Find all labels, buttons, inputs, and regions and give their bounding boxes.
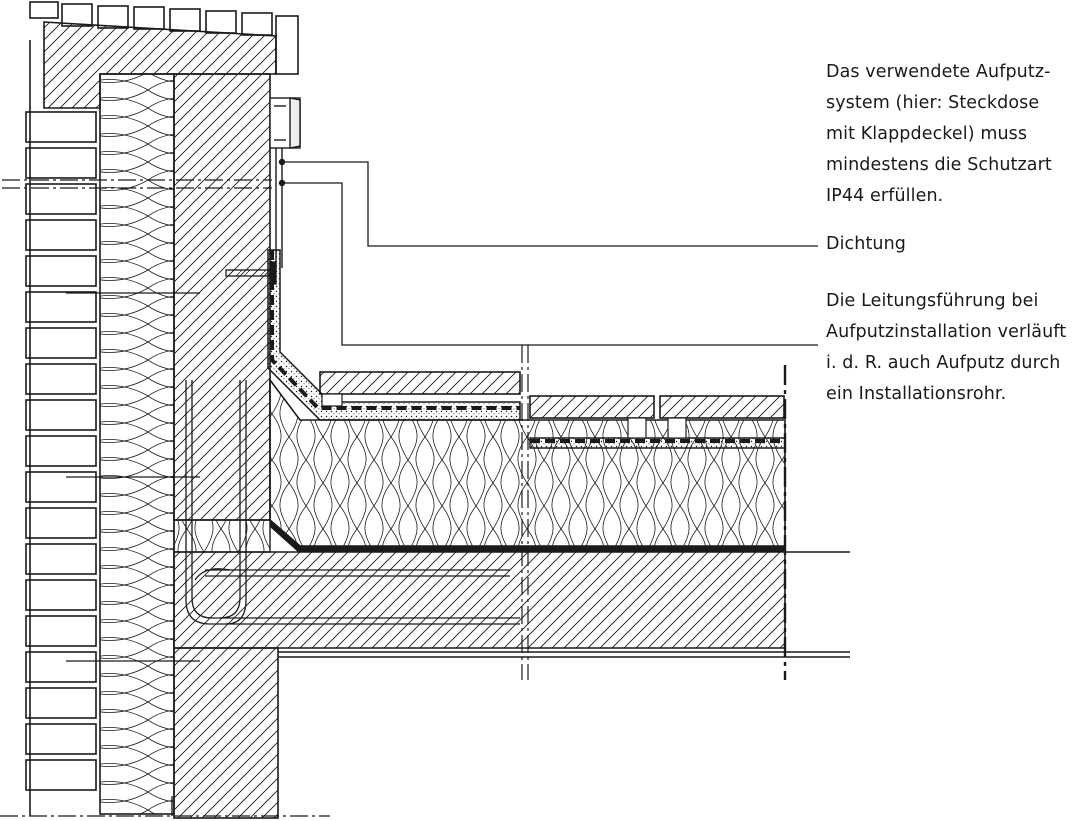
wall-upturn-waterproofing — [267, 249, 521, 421]
brick-course — [25, 471, 97, 503]
surface-mounted-socket — [269, 97, 301, 149]
brick-course — [25, 219, 97, 251]
concrete-roof-slab — [173, 551, 786, 649]
waterproofing-membrane-black — [270, 250, 520, 410]
paving-slabs — [319, 371, 785, 419]
vapour-barrier-dashes — [300, 547, 785, 550]
brick-course — [25, 687, 97, 719]
brick-facing-wall — [25, 111, 97, 791]
reinforcement-bars — [185, 380, 520, 625]
brick-course — [25, 615, 97, 647]
brick-course — [25, 291, 97, 323]
cable-routing-note: Die Leitungsführung bei Aufputzinstallat… — [826, 291, 1067, 404]
brick-course — [25, 363, 97, 395]
leader-lines — [282, 161, 818, 346]
slab-pedestals — [321, 393, 687, 439]
brick-course — [25, 255, 97, 287]
parapet-capping-bricks — [29, 1, 299, 75]
brick-course — [25, 435, 97, 467]
brick-course — [25, 543, 97, 575]
lower-concrete-wall — [173, 647, 279, 819]
brick-course — [25, 759, 97, 791]
brick-course — [25, 399, 97, 431]
brick-course — [25, 579, 97, 611]
concrete-wall — [173, 73, 271, 521]
socket-requirement-note: Das verwendete Aufputz- system (hier: St… — [826, 62, 1052, 206]
seal-label: Dichtung — [826, 234, 907, 254]
ceiling-lines — [278, 551, 850, 658]
dash-dot-axis-lines — [0, 179, 787, 817]
brick-course — [25, 111, 97, 143]
brick-course — [25, 723, 97, 755]
brick-course — [25, 327, 97, 359]
wall-anchors — [66, 261, 277, 662]
brick-course — [25, 507, 97, 539]
brick-course — [25, 651, 97, 683]
wall-insulation-layer — [99, 73, 175, 815]
brick-course — [25, 183, 97, 215]
conduit-pipe — [275, 148, 286, 268]
brick-course — [25, 147, 97, 179]
corner-insulation-block — [173, 519, 271, 553]
